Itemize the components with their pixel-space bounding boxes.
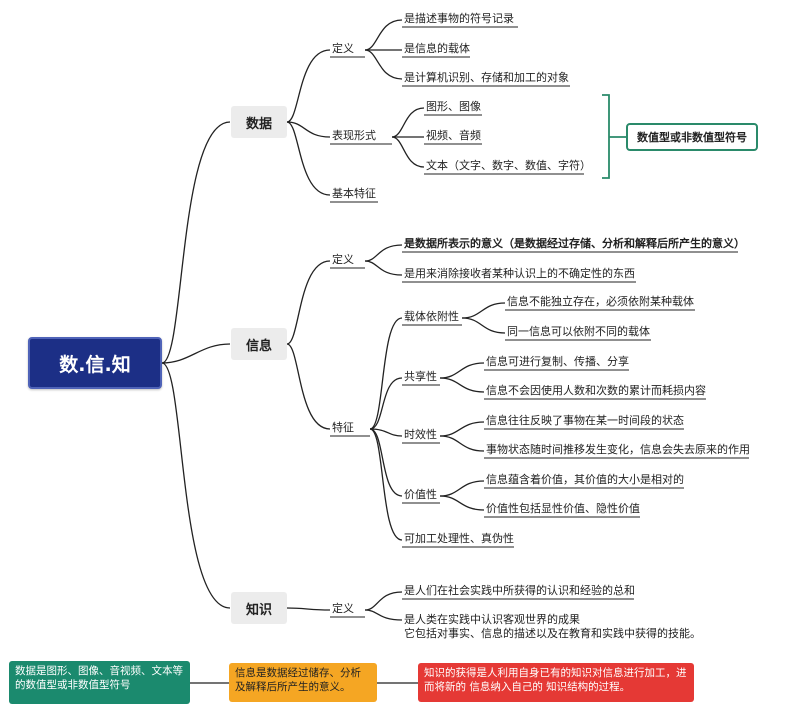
feature-processing-label: 可加工处理性、真伪性 [404,532,514,545]
feature-sharing-label: 共享性 [404,370,437,383]
feature-value-label: 价值性 [404,488,437,501]
link-value-2 [439,495,485,511]
note-data: 数据是图形、图像、音视频、文本等的数值型或非数值型符号 [9,661,190,704]
link-root-info [161,343,231,364]
link-value-1 [439,480,485,497]
data-definition-item: 是计算机识别、存储和加工的对象 [404,71,569,84]
feature-timeliness-item: 事物状态随时间推移发生变化，信息会失去原来的作用 [486,443,750,456]
link-feat-carrier [369,317,403,430]
feature-value-item: 信息蕴含着价值，其价值的大小是相对的 [486,473,684,486]
link-def-1 [364,19,403,51]
data-features-label: 基本特征 [332,187,376,200]
data-forms-item: 视频、音频 [426,129,481,142]
link-idef-1 [364,244,403,262]
knowledge-definition-item: 它包括对事实、信息的描述以及在教育和实践中获得的技能。 [404,627,701,640]
feature-carrier-item: 信息不能独立存在，必须依附某种载体 [507,295,694,308]
link-feat-value [369,428,403,497]
link-idef-2 [364,260,403,276]
data-definition-item: 是描述事物的符号记录 [404,12,514,25]
data-forms-item: 图形、图像 [426,100,481,113]
link-data-def [286,49,331,123]
knowledge-definition-item: 是人类在实践中认识客观世界的成果 [404,613,580,626]
feature-sharing-item: 信息不会因使用人数和次数的累计而耗损内容 [486,384,706,397]
link-carrier-1 [461,302,506,319]
node-info[interactable]: 信息 [231,328,287,360]
link-carrier-2 [461,317,506,334]
info-definition-item: 是用来消除接收者某种认识上的不确定性的东西 [404,267,635,280]
info-definition-label: 定义 [332,253,354,266]
data-definition-item: 是信息的载体 [404,42,470,55]
link-know-def [286,607,331,611]
root-node[interactable]: 数.信.知 [28,337,162,389]
data-forms-label: 表现形式 [332,129,376,142]
link-time-1 [439,421,485,437]
feature-timeliness-item: 信息往往反映了事物在某一时间段的状态 [486,414,684,427]
link-feat-proc [369,428,403,541]
knowledge-definition-item: 是人们在社会实践中所获得的认识和经验的总和 [404,584,635,597]
link-time-2 [439,435,485,452]
link-kdef-1 [364,591,403,611]
link-forms-1 [391,107,425,138]
link-root-knowledge [161,362,231,609]
link-sharing-1 [439,362,485,379]
link-feat-time [369,428,403,437]
note-knowledge: 知识的获得是人利用自身已有的知识对信息进行加工，进而将新的 信息纳入自己的 知识… [418,663,694,702]
data-definition-label: 定义 [332,42,354,55]
info-features-label: 特征 [332,421,354,434]
link-data-feat [286,121,331,196]
node-data[interactable]: 数据 [231,106,287,138]
note-info: 信息是数据经过储存、分析及解释后所产生的意义。 [229,663,377,702]
link-sharing-2 [439,377,485,393]
link-info-feat [286,343,331,430]
link-kdef-2 [364,609,403,621]
forms-bracket [602,94,626,179]
info-definition-item: 是数据所表示的意义（是数据经过存储、分析和解释后所产生的意义） [404,237,745,250]
link-data-forms [286,121,331,138]
feature-carrier-item: 同一信息可以依附不同的载体 [507,325,650,338]
node-knowledge[interactable]: 知识 [231,592,287,624]
feature-sharing-item: 信息可进行复制、传播、分享 [486,355,629,368]
link-root-data [161,121,231,364]
feature-timeliness-label: 时效性 [404,428,437,441]
link-def-3 [364,49,403,80]
link-forms-3 [391,136,425,168]
feature-carrier-label: 载体依附性 [404,310,459,323]
data-forms-item: 文本（文字、数字、数值、字符） [426,159,591,172]
feature-value-item: 价值性包括显性价值、隐性价值 [486,502,640,515]
forms-tag: 数值型或非数值型符号 [626,123,758,151]
link-feat-sharing [369,377,403,430]
link-info-def [286,260,331,345]
knowledge-definition-label: 定义 [332,602,354,615]
